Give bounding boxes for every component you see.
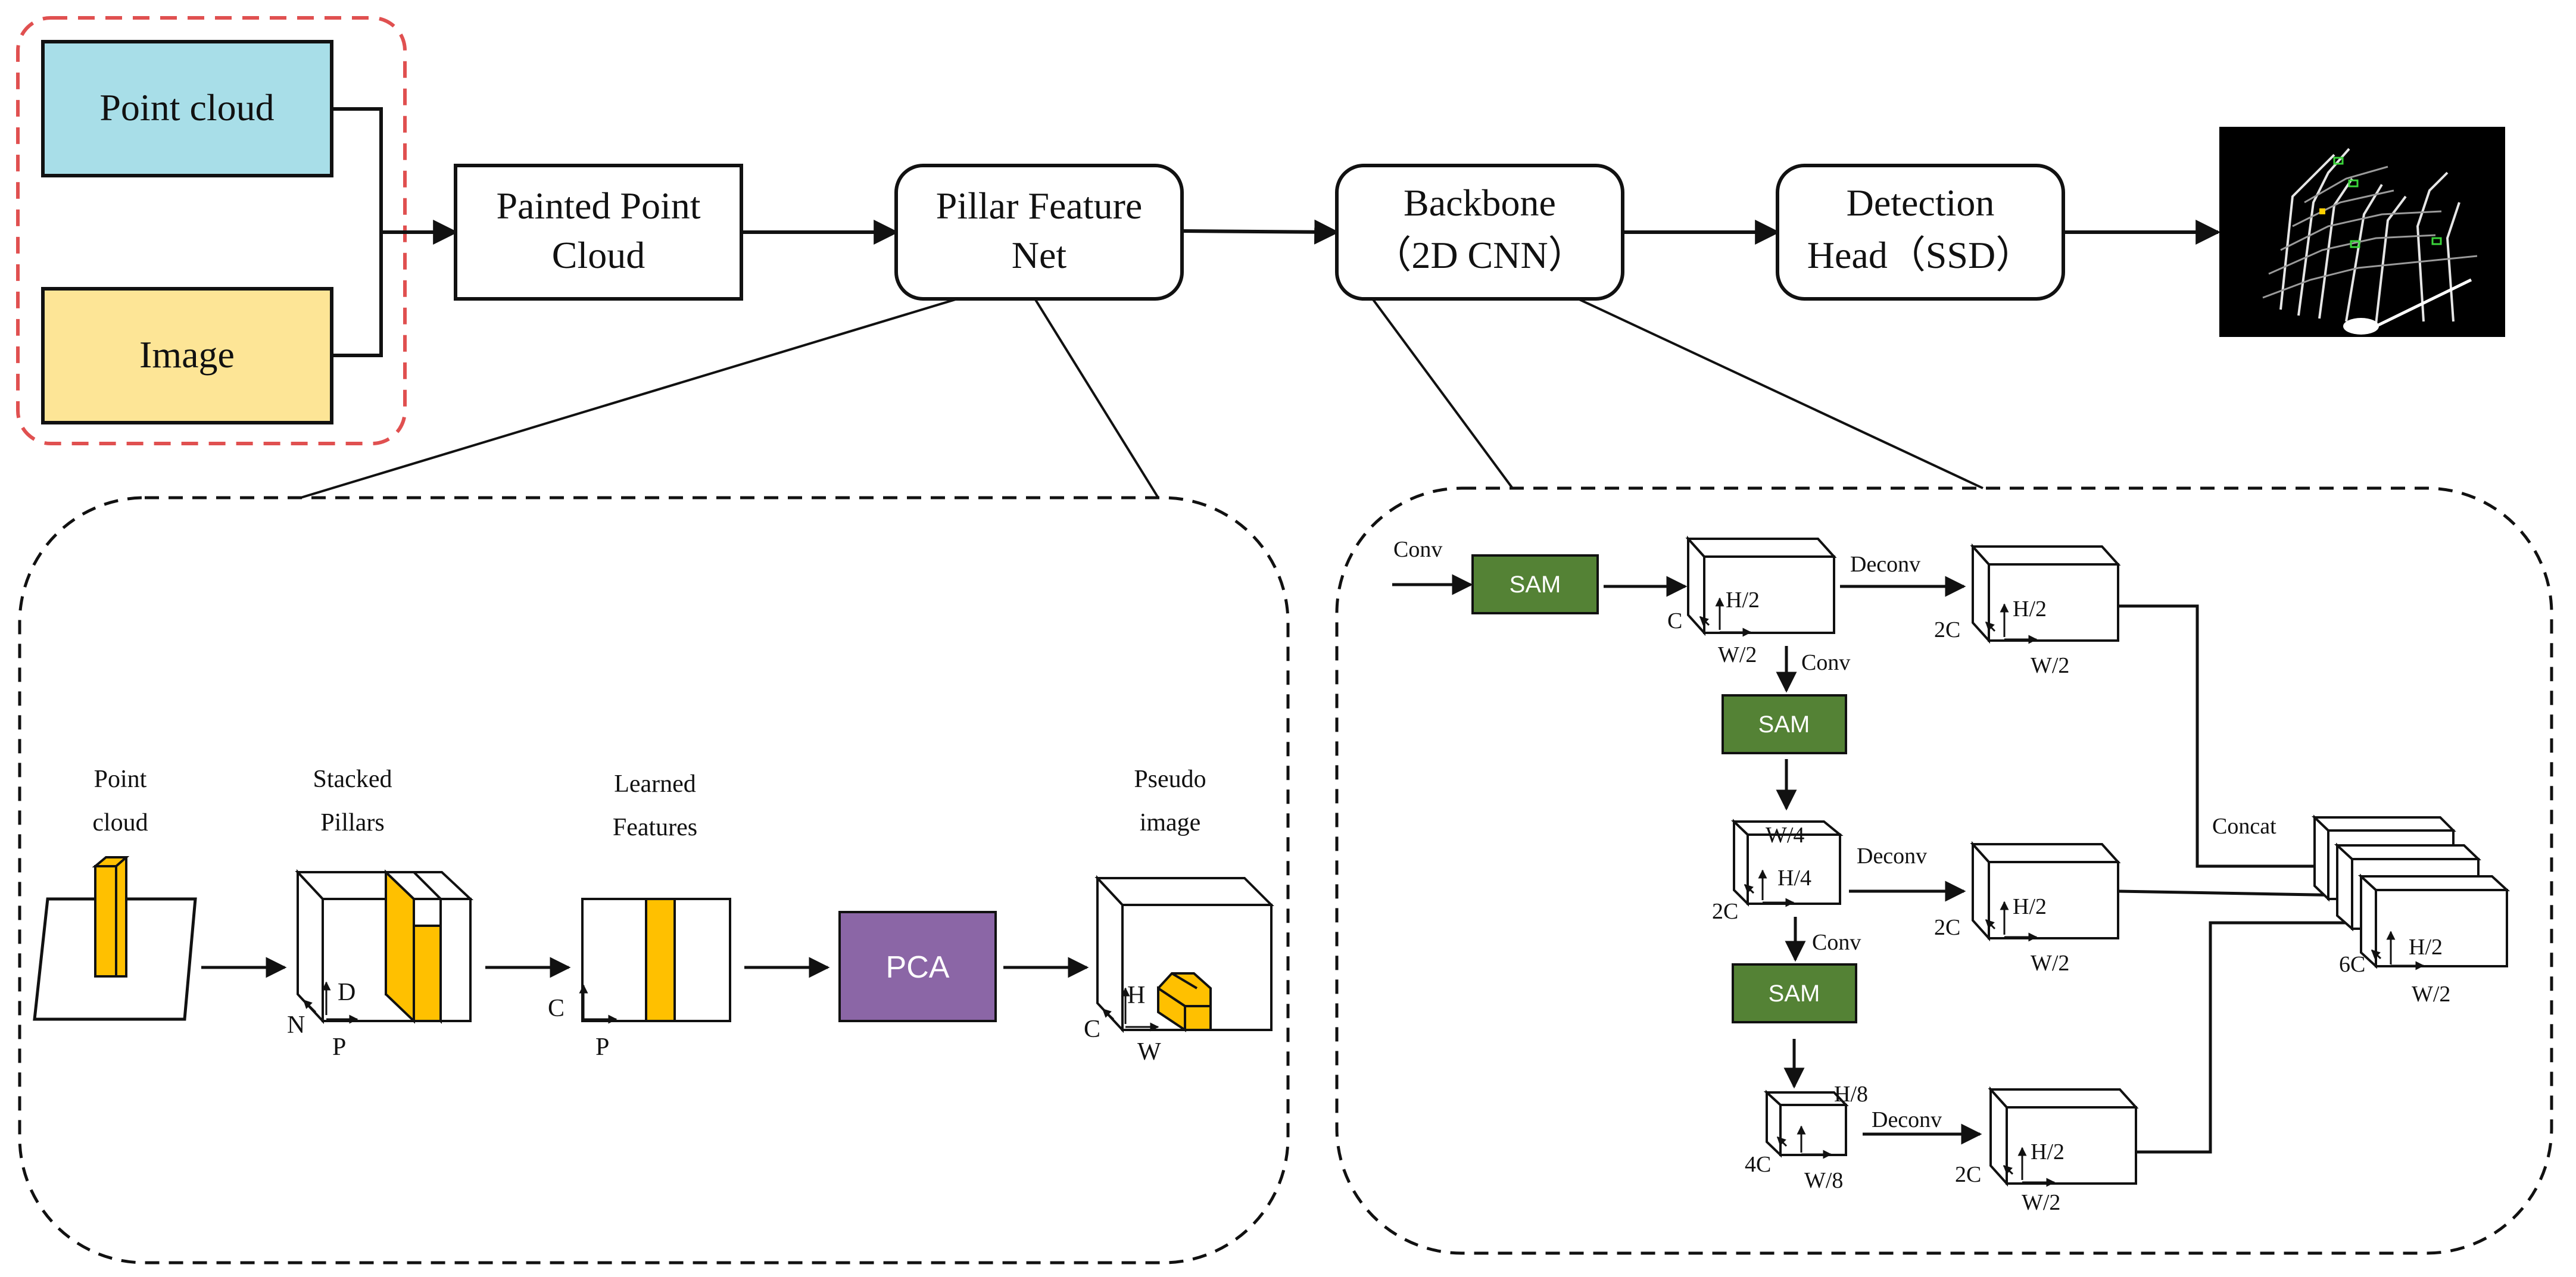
sam-box-1: [1471, 554, 1599, 614]
conv-label-3: Conv: [1812, 930, 1861, 955]
backbone-label-1: Backbone: [1404, 182, 1556, 224]
detection-head-label-1: Detection: [1847, 182, 1995, 224]
up-block-3-h2: H/2: [2031, 1139, 2064, 1164]
zoom-line-pfn-left: [300, 298, 958, 499]
sam-label-1: SAM: [1510, 572, 1561, 598]
stacked-axes: [302, 981, 358, 1024]
stacked-axis-p: P: [332, 1034, 346, 1061]
pseudo-image-cube: [1094, 875, 1274, 1034]
block-2-2c: 2C: [1712, 899, 1738, 924]
upsampled-block-2: [1970, 841, 2121, 942]
up-block-1-axes: [1985, 603, 2038, 644]
up-block-3-2c: 2C: [1955, 1162, 1981, 1187]
detection-head-label-2: Head（SSD）: [1807, 234, 2034, 276]
block-1-w2: W/2: [1718, 642, 1757, 667]
up-block-1-h2: H/2: [2013, 597, 2047, 622]
pseudo-axis-w: W: [1137, 1038, 1161, 1066]
feature-block-3: [1763, 1089, 1849, 1158]
block-3-4c: 4C: [1745, 1152, 1771, 1177]
concat-axes: [2371, 931, 2425, 970]
up-block-3-w2: W/2: [2022, 1190, 2060, 1215]
input-connector: [332, 107, 456, 357]
up-block-1-w2: W/2: [2031, 653, 2069, 678]
pseudo-image-label-1: Pseudo: [1134, 766, 1206, 793]
block-1-axes: [1699, 597, 1752, 637]
point-cloud-input-box: [41, 40, 333, 177]
pseudo-axis-h: H: [1127, 982, 1145, 1009]
feature-block-1: [1685, 535, 1837, 636]
zoom-line-backbone-right: [1577, 298, 1984, 489]
pca-label: PCA: [886, 950, 950, 985]
point-cloud-plane: [33, 856, 197, 1021]
up-block-2-axes: [1985, 901, 2038, 942]
concat-line-3: [2136, 912, 2402, 1154]
block-1-c: C: [1667, 608, 1682, 633]
concat-line-1: [2118, 604, 2360, 877]
conv-label-2: Conv: [1801, 650, 1850, 675]
block-3-axes: [1776, 1125, 1832, 1159]
painted-point-cloud-label-1: Painted Point: [496, 185, 700, 227]
stacked-pillars-label-1: Stacked: [313, 766, 392, 793]
learned-features-label-2: Features: [613, 814, 697, 841]
sam-box-3: [1732, 963, 1857, 1023]
deconv-label-1: Deconv: [1850, 552, 1920, 577]
sam-label-2: SAM: [1758, 711, 1810, 738]
upsampled-block-1: [1970, 543, 2121, 644]
conv-label-1: Conv: [1393, 537, 1442, 562]
sam-box-2: [1722, 694, 1847, 754]
detection-output-image: [2219, 127, 2505, 337]
image-input-box: [41, 287, 333, 424]
painted-point-cloud-label-2: Cloud: [552, 234, 645, 276]
block-2-w4: W/4: [1766, 823, 1804, 848]
zoom-line-pfn-right: [1034, 298, 1159, 499]
deconv-label-2: Deconv: [1857, 844, 1927, 869]
learned-features-map: [579, 898, 731, 1024]
pca-box: [838, 911, 997, 1022]
zoom-line-backbone-left: [1371, 298, 1514, 489]
backbone-label-2: （2D CNN）: [1373, 234, 1586, 276]
learned-axis-c: C: [548, 995, 565, 1022]
pfn-point-cloud-label-2: cloud: [92, 809, 148, 836]
stacked-axis-d: D: [338, 979, 355, 1006]
image-input-label: Image: [139, 333, 235, 376]
learned-features-label-1: Learned: [614, 770, 696, 798]
pfn-point-cloud-label-1: Point: [94, 766, 147, 793]
block-3-w8: W/8: [1804, 1168, 1843, 1193]
pseudo-axis-c: C: [1084, 1016, 1100, 1043]
concat-label: Concat: [2212, 814, 2276, 839]
concat-w2: W/2: [2412, 982, 2450, 1007]
stacked-axis-n: N: [287, 1011, 305, 1039]
pillar-feature-net-label-1: Pillar Feature: [936, 185, 1143, 227]
sam-label-3: SAM: [1769, 981, 1820, 1007]
block-3-h8: H/8: [1834, 1082, 1868, 1107]
up-block-1-2c: 2C: [1934, 617, 1960, 642]
block-2-axes: [1744, 869, 1795, 907]
stacked-pillars-cube: [295, 869, 474, 1025]
concat-stack: [2312, 814, 2510, 969]
up-block-3-axes: [2003, 1147, 2056, 1187]
up-block-2-w2: W/2: [2031, 951, 2069, 976]
block-2-h4: H/4: [1777, 866, 1811, 891]
up-block-2-h2: H/2: [2013, 894, 2047, 919]
upsampled-block-3: [1988, 1086, 2139, 1187]
pfn-detail-panel: [18, 496, 1290, 1264]
backbone-detail-panel: [1335, 486, 2553, 1255]
pseudo-image-label-2: image: [1140, 809, 1201, 836]
learned-axis-p: P: [595, 1034, 609, 1061]
block-1-h2: H/2: [1726, 588, 1760, 613]
concat-h2: H/2: [2409, 935, 2443, 960]
up-block-2-2c: 2C: [1934, 915, 1960, 940]
concat-6c: 6C: [2339, 952, 2365, 977]
pseudo-axes: [1102, 987, 1159, 1032]
deconv-label-3: Deconv: [1872, 1107, 1942, 1132]
pillar-feature-net-label-2: Net: [1012, 234, 1067, 276]
point-cloud-input-label: Point cloud: [99, 86, 274, 129]
stacked-pillars-label-2: Pillars: [320, 809, 384, 836]
painted-point-cloud-box: [454, 164, 743, 301]
arrow-pfn-to-backbone: [1181, 219, 1340, 245]
